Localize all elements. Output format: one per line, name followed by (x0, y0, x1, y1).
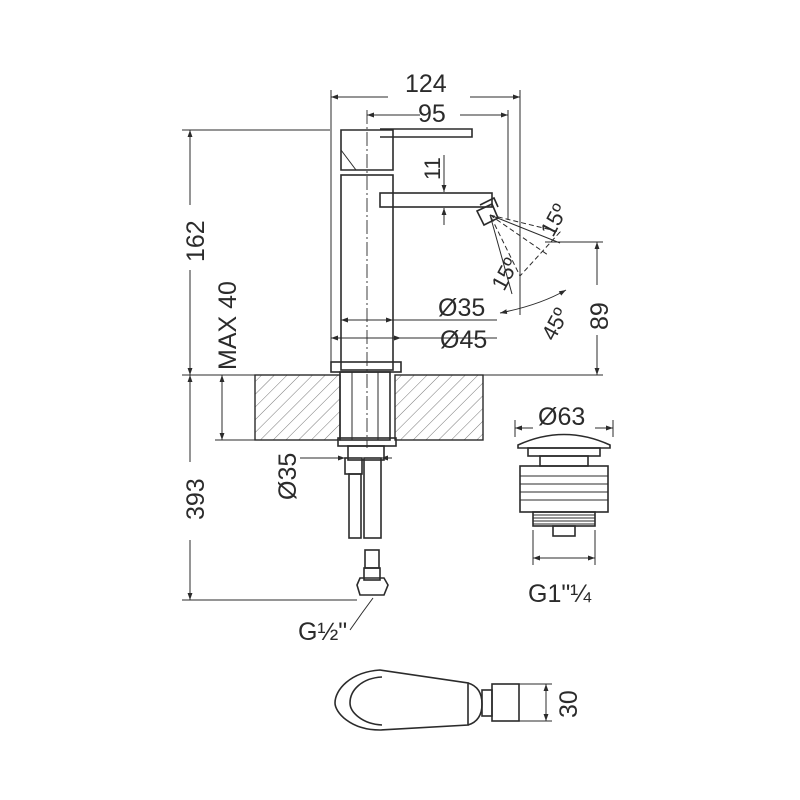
dim-lever-gap: 11 (420, 157, 445, 180)
angle-lower-15: 15º (486, 254, 523, 294)
dim-plan-width: 30 (555, 690, 583, 718)
dim-waste-diameter: Ø63 (538, 403, 585, 431)
mounting-shank (337, 371, 397, 596)
dimension-89 (483, 241, 603, 376)
lever-handle (380, 128, 473, 138)
dim-shank-diameter: Ø35 (274, 453, 302, 500)
dim-waste-thread: G1"¼ (528, 580, 592, 608)
dim-total-width: 124 (405, 70, 447, 98)
spout (379, 192, 493, 208)
inlet-leader (349, 597, 374, 631)
dim-max-deck: MAX 40 (214, 281, 242, 370)
angle-upper-15: 15º (535, 200, 572, 240)
spray-cone (489, 214, 567, 315)
dimension-124 (330, 90, 521, 362)
dimension-393 (182, 375, 357, 601)
dim-spout-reach: 95 (418, 100, 446, 128)
waste-drain (514, 420, 614, 565)
dim-hose-length: 393 (182, 478, 210, 520)
dim-inlet-thread: G½" (298, 618, 347, 646)
plan-view (334, 669, 552, 731)
dimension-max40 (215, 375, 255, 441)
dim-spout-height: 89 (586, 302, 614, 330)
lever-block (340, 129, 394, 171)
dim-body-diameter: Ø35 (438, 294, 485, 322)
faucet-elevation (330, 110, 500, 448)
dim-base-diameter: Ø45 (440, 326, 487, 354)
countertop-section (254, 374, 484, 441)
dimension-95 (367, 110, 509, 220)
dimension-162 (182, 129, 340, 376)
dim-total-height: 162 (182, 220, 210, 262)
angle-45: 45º (536, 304, 573, 344)
